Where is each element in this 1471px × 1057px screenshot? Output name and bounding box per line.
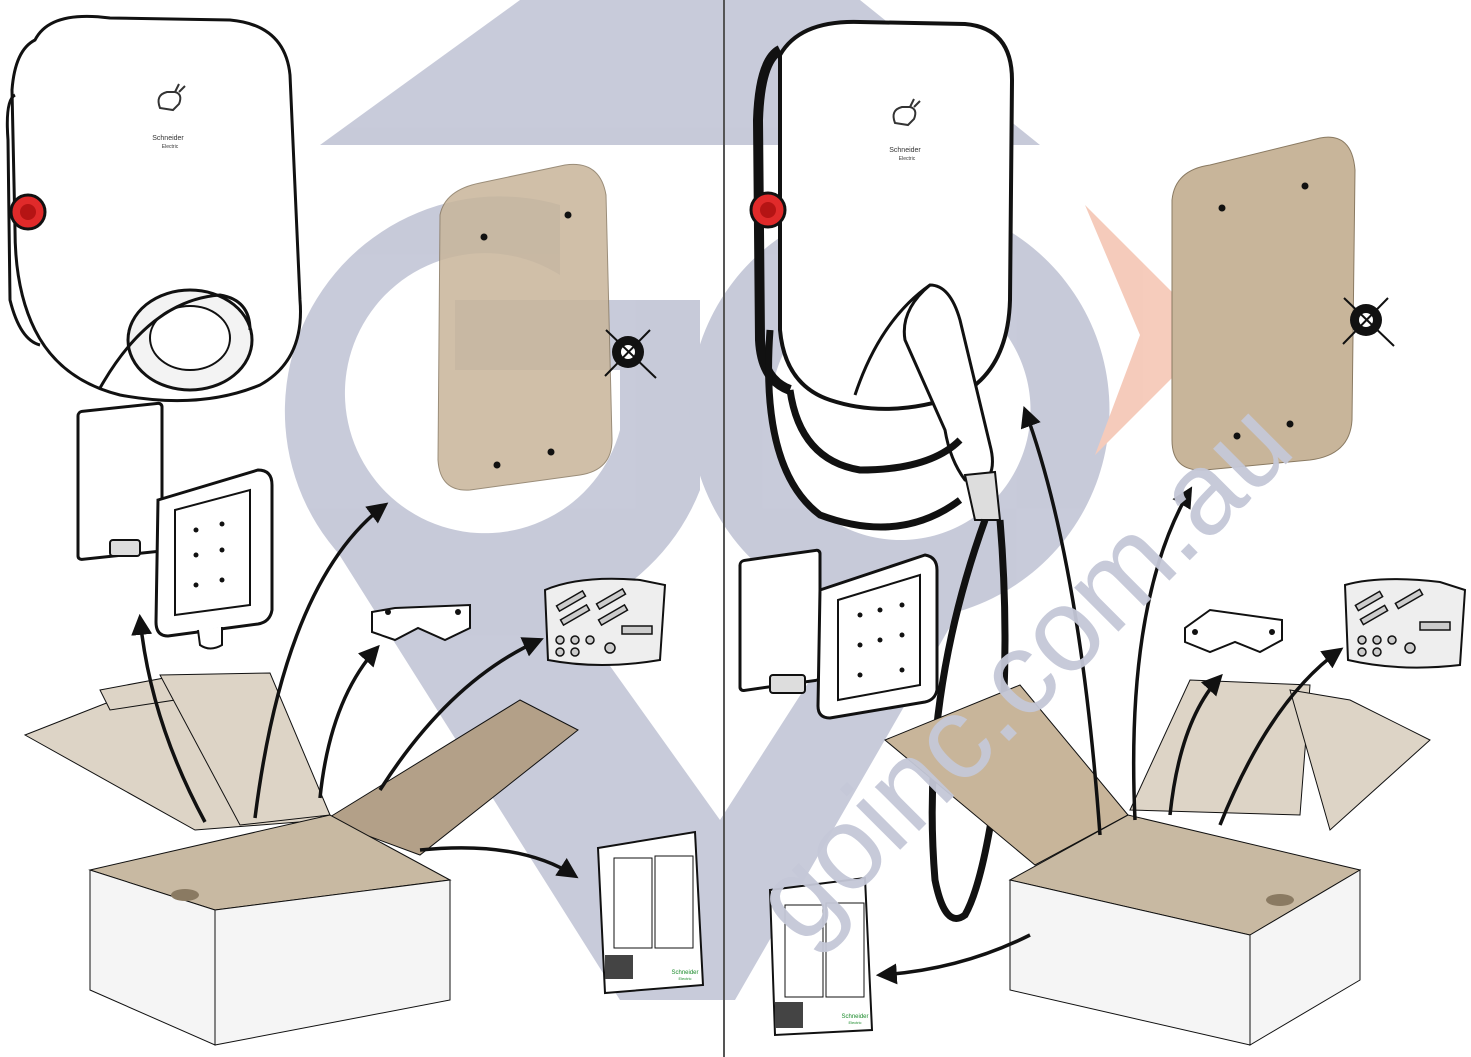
left-user-manual: Schneider Electric: [598, 832, 703, 993]
left-cover-plate: [78, 403, 162, 560]
right-small-bracket: [1185, 610, 1282, 652]
left-screws-bag: [545, 579, 665, 665]
left-device-logo-sub: Electric: [162, 144, 179, 150]
right-device-logo-sub: Electric: [899, 156, 916, 162]
right-manual-brand-sub: Electric: [848, 1020, 861, 1025]
right-screws-bag: [1345, 579, 1465, 667]
right-device-logo: Schneider: [889, 147, 921, 154]
left-charger: Schneider Electric: [7, 16, 300, 400]
left-manual-brand-sub: Electric: [678, 976, 691, 981]
left-device-logo: Schneider: [152, 135, 184, 142]
right-arrow-to-manual: [880, 935, 1030, 975]
left-wall-bracket: [156, 470, 272, 649]
right-cover-plate: [740, 550, 820, 693]
right-charger: Schneider Electric: [751, 22, 1012, 520]
left-arrow-to-small-bracket: [320, 648, 377, 798]
left-box: [25, 673, 578, 1045]
